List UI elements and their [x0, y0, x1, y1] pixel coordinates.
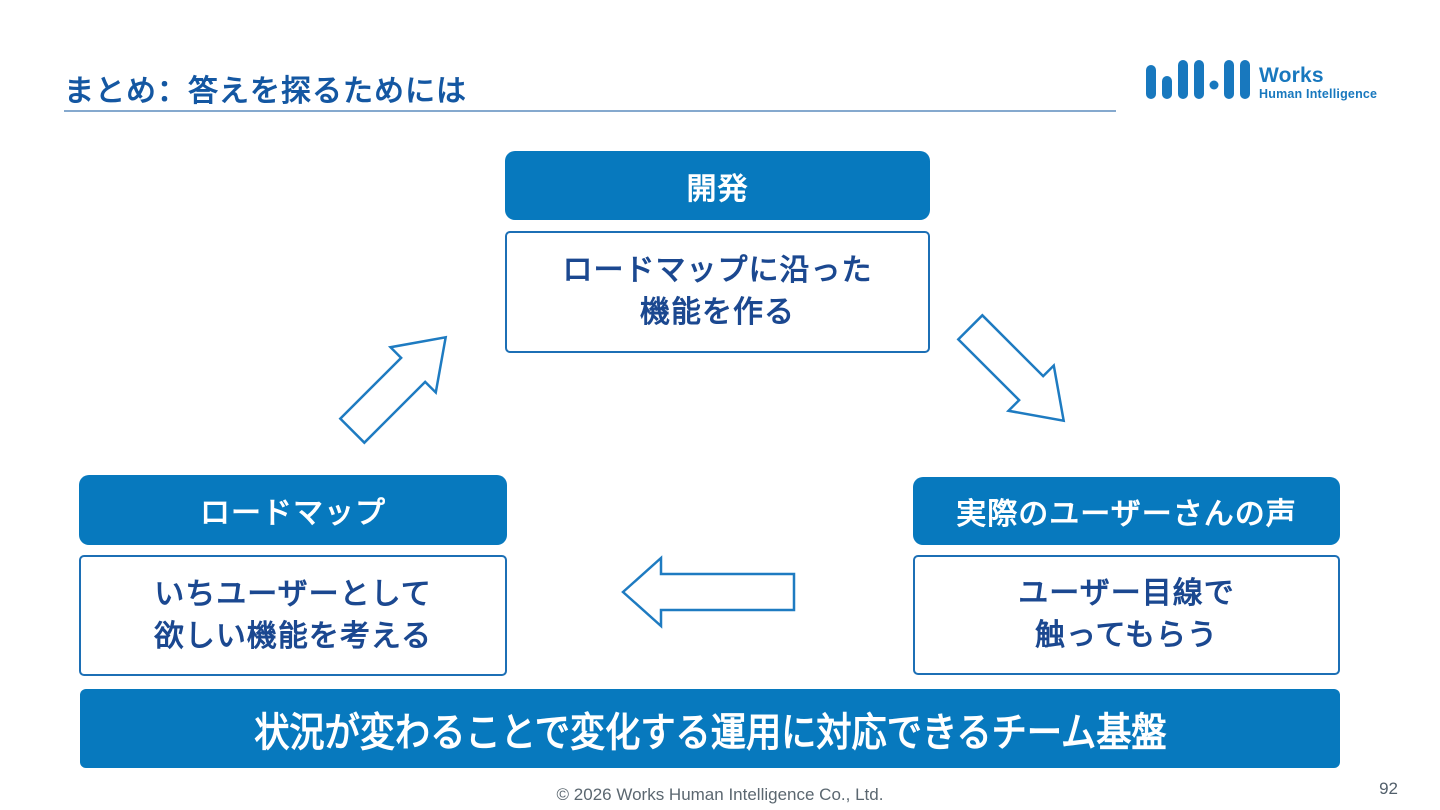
- node-development-body: ロードマップに沿った 機能を作る: [505, 231, 930, 353]
- page-number: 92: [1379, 779, 1398, 798]
- node-roadmap-body: いちユーザーとして 欲しい機能を考える: [79, 555, 507, 676]
- node-roadmap-body-line2: 欲しい機能を考える: [153, 619, 433, 653]
- node-development-body-line2: 機能を作る: [640, 296, 795, 329]
- footer-copyright: © 2026 Works Human Intelligence Co., Ltd…: [556, 785, 884, 804]
- logo-human-intelligence-label: Human Intelligence: [1259, 86, 1378, 101]
- node-user-voice-header: 実際のユーザーさんの声: [913, 477, 1340, 545]
- node-roadmap-body-line1: いちユーザーとして: [154, 577, 432, 611]
- banner-text: 状況が変わることで変化する運用に対応できるチーム基盤: [253, 710, 1167, 755]
- logo-bars-icon: [1146, 57, 1250, 108]
- node-user-voice-body-line2: 触ってもらう: [1035, 619, 1218, 652]
- node-development-body-line1: ロードマップに沿った: [562, 254, 873, 287]
- node-user-voice-body: ユーザー目線で 触ってもらう: [913, 555, 1340, 675]
- banner-bar: 状況が変わることで変化する運用に対応できるチーム基盤: [80, 689, 1340, 768]
- arrow-up-right-icon: [338, 335, 448, 445]
- logo-works-label: Works: [1259, 63, 1324, 87]
- node-development-header: 開発: [505, 151, 930, 220]
- arrow-down-right-icon: [956, 313, 1066, 423]
- logo-wordmark: Works Human Intelligence: [1259, 65, 1377, 101]
- company-logo: Works Human Intelligence: [1146, 57, 1377, 108]
- node-user-voice-body-line1: ユーザー目線で: [1018, 577, 1235, 610]
- page-title: まとめ：答えを探るためには: [64, 75, 467, 108]
- node-roadmap-header: ロードマップ: [79, 475, 507, 545]
- title-divider: [64, 110, 1116, 112]
- arrow-left-icon: [621, 555, 796, 629]
